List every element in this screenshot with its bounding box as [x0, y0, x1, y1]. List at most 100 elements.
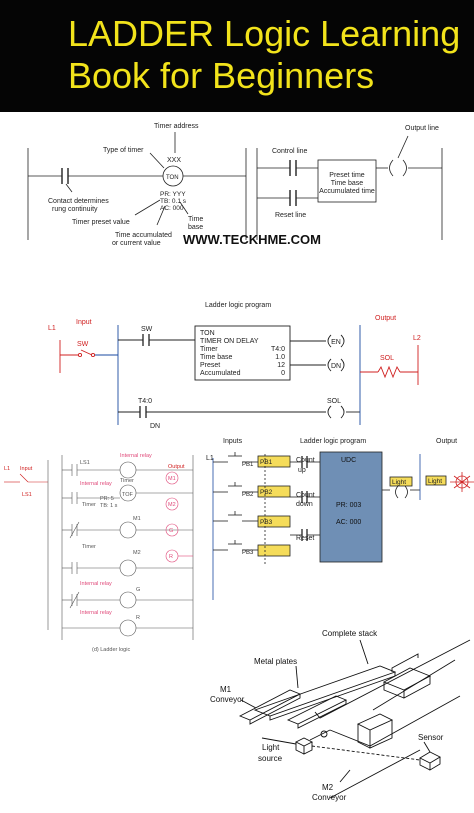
sol-coil-label: SOL: [327, 398, 341, 405]
time-base-label-2: base: [188, 224, 203, 231]
tb-label: TB: 0.1 s: [160, 198, 187, 205]
light-coil-label: Light: [392, 479, 406, 486]
relay-ladder-panel: [4, 455, 194, 640]
ton-row-value: 12: [277, 362, 285, 369]
m2-conveyor-label: Conveyor: [312, 793, 347, 802]
udc-ac-label: AC: 000: [336, 519, 361, 526]
timer-anatomy-labels: Timer address Type of timer XXX TON PR: …: [48, 123, 439, 247]
timer-anatomy-panel: [27, 132, 443, 240]
relay-g-output: G: [169, 528, 173, 534]
ton-row-label: Accumulated: [200, 370, 241, 377]
ac-label: AC: 000: [160, 205, 184, 212]
relay-internal-relay-label: Internal relay: [80, 581, 112, 587]
ton-row-label: Preset: [200, 362, 220, 369]
conveyor-labels: Complete stack Metal plates M1 Conveyor …: [210, 629, 444, 802]
relay-m1-output: M1: [168, 476, 176, 482]
udc-program-heading: Ladder logic program: [300, 438, 366, 445]
metal-plates-label: Metal plates: [254, 657, 297, 666]
ton-block-title: TON: [200, 330, 215, 337]
udc-labels: Inputs Ladder logic program Output L1 PB…: [206, 438, 457, 556]
relay-g-label: G: [136, 587, 140, 593]
udc-pr-label: PR: 003: [336, 502, 361, 509]
ton-l2-label: L2: [413, 335, 421, 342]
relay-ls1-label: LS1: [80, 460, 90, 466]
udc-panel: [212, 451, 474, 600]
m2-label: M2: [322, 783, 334, 792]
relay-l1-label: L1: [4, 466, 10, 472]
ton-input-heading: Input: [76, 319, 92, 326]
xxx-label: XXX: [167, 157, 181, 164]
t40-contact-label: T4:0: [138, 398, 152, 405]
sensor-label: Sensor: [418, 733, 444, 742]
relay-internal-relay-label: Internal relay: [120, 453, 152, 459]
relay-ls1-input-label: LS1: [22, 492, 32, 498]
timer-address-label: Timer address: [154, 123, 199, 130]
title-line-2: Book for Beginners: [68, 55, 375, 96]
relay-ladder-labels: Input Output L1 LS1 LS1 Internal relay I…: [4, 453, 185, 653]
output-line-label: Output line: [405, 125, 439, 132]
light-source-label-1: Light: [262, 743, 280, 752]
ton-row-value: 1.0: [275, 354, 285, 361]
ton-symbol-label: TON: [166, 175, 179, 181]
dn-coil-label: DN: [331, 363, 341, 370]
box-preset-time: Preset time: [329, 172, 365, 179]
ton-row-label: Timer: [200, 346, 218, 353]
relay-r-output: R: [169, 554, 173, 560]
relay-tb-label: TB: 1 s: [100, 503, 118, 509]
reset-line-label: Reset line: [275, 212, 306, 219]
m1-label: M1: [220, 685, 232, 694]
complete-stack-label: Complete stack: [322, 629, 378, 638]
count-down-1: Count: [296, 492, 315, 499]
udc-l1-label: L1: [206, 455, 214, 462]
count-up-1: Count: [296, 457, 315, 464]
ton-sw-input-label: SW: [77, 341, 89, 348]
pb2-coil-label: PB2: [260, 489, 273, 496]
count-up-2: up: [298, 467, 306, 474]
conveyor-panel: [238, 639, 471, 799]
udc-output-heading: Output: [436, 438, 457, 445]
ton-l1-label: L1: [48, 325, 56, 332]
box-accumulated: Accumulated time: [319, 188, 375, 195]
ton-program-heading: Ladder logic program: [205, 302, 271, 309]
ton-row-value: 0: [281, 370, 285, 377]
count-down-2: down: [296, 501, 313, 508]
relay-caption: (d) Ladder logic: [92, 647, 130, 653]
title-line-1: LADDER Logic Learning: [68, 13, 461, 54]
control-line-label: Control line: [272, 148, 308, 155]
time-base-label-1: Time: [188, 216, 203, 223]
relay-timer-contact-label: Timer: [82, 502, 96, 508]
ton-block-subtitle: TIMER ON DELAY: [200, 338, 259, 345]
dn-contact-label: DN: [150, 423, 160, 430]
pb3-input-label: PB3: [242, 550, 254, 556]
pb3-coil-label: PB3: [260, 519, 273, 526]
accum-label-1: Time accumulated: [115, 232, 172, 239]
ton-row-label: Time base: [200, 354, 233, 361]
relay-input-heading: Input: [20, 466, 33, 472]
relay-tof-label: TOF: [122, 492, 134, 498]
light-output-label: Light: [428, 478, 442, 485]
timer-preset-label: Timer preset value: [72, 219, 130, 226]
relay-output-heading: Output: [168, 464, 185, 470]
relay-m2-output: M2: [168, 502, 176, 508]
pb2-input-label: PB2: [242, 492, 254, 498]
relay-internal-relay-label: Internal relay: [80, 610, 112, 616]
pb1-input-label: PB1: [242, 462, 254, 468]
udc-inputs-heading: Inputs: [223, 438, 243, 445]
ton-program-labels: Ladder logic program Input Output L1 L2 …: [48, 302, 421, 430]
contact-note-2: rung continuity: [52, 206, 98, 213]
light-source-label-2: source: [258, 754, 283, 763]
relay-internal-relay-label: Internal relay: [80, 481, 112, 487]
accum-label-2: or current value: [112, 240, 161, 247]
pr-label: PR: YYY: [160, 191, 186, 198]
udc-block-title: UDC: [341, 457, 356, 464]
box-time-base: Time base: [331, 180, 364, 187]
pb1-coil-label: PB1: [260, 459, 273, 466]
ton-output-heading: Output: [375, 315, 396, 322]
relay-r-label: R: [136, 615, 140, 621]
reset-label: Reset: [296, 535, 314, 542]
title-banner: LADDER Logic Learning Book for Beginners: [0, 0, 474, 112]
relay-timer-label: Timer: [120, 478, 134, 484]
ton-row-value: T4:0: [271, 346, 285, 353]
type-of-timer-label: Type of timer: [103, 147, 144, 154]
